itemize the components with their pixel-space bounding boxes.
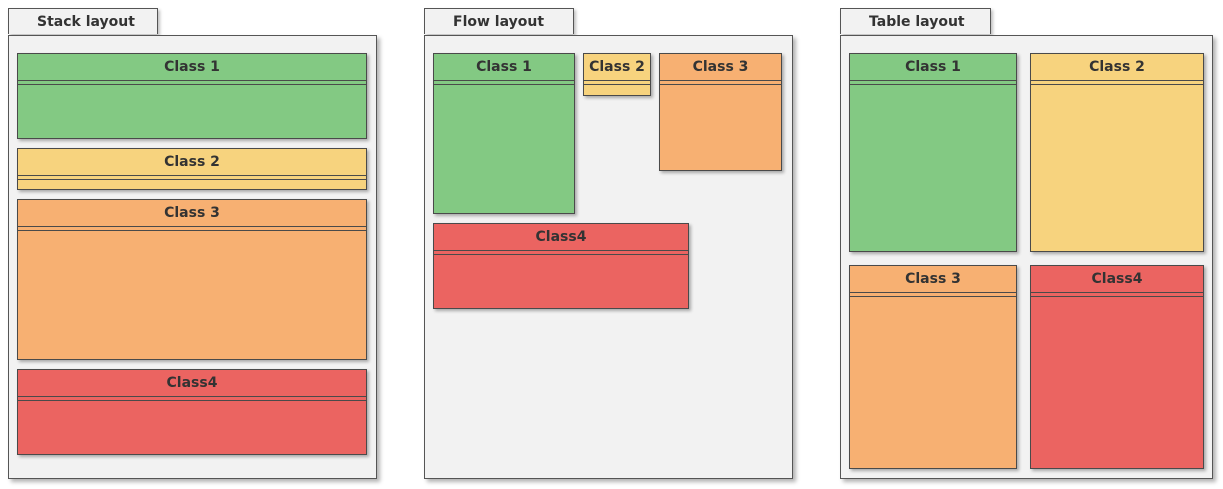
class-separator (434, 251, 688, 255)
table-class-3[interactable]: Class 3 (849, 265, 1017, 469)
stack-class-4[interactable]: Class4 (17, 369, 367, 455)
class-title: Class 2 (1031, 54, 1203, 81)
stack-class-1[interactable]: Class 1 (17, 53, 367, 139)
class-title: Class 2 (584, 54, 650, 81)
class-separator (1031, 81, 1203, 85)
class-title: Class 1 (18, 54, 366, 81)
class-title: Class 3 (18, 200, 366, 227)
class-title: Class4 (434, 224, 688, 251)
class-separator (18, 397, 366, 401)
table-class-4[interactable]: Class4 (1030, 265, 1204, 469)
class-separator (850, 81, 1016, 85)
stack-class-2[interactable]: Class 2 (17, 148, 367, 190)
class-title: Class 1 (434, 54, 574, 81)
class-title: Class4 (1031, 266, 1203, 293)
class-separator (660, 81, 781, 85)
class-title: Class 3 (660, 54, 781, 81)
class-title: Class 2 (18, 149, 366, 176)
flow-layout-tab[interactable]: Flow layout (424, 8, 574, 34)
class-separator (584, 81, 650, 85)
class-separator (18, 81, 366, 85)
flow-class-1[interactable]: Class 1 (433, 53, 575, 214)
class-separator (18, 227, 366, 231)
table-class-2[interactable]: Class 2 (1030, 53, 1204, 252)
class-separator (1031, 293, 1203, 297)
class-separator (434, 81, 574, 85)
class-title: Class 3 (850, 266, 1016, 293)
class-separator (850, 293, 1016, 297)
table-layout-tab[interactable]: Table layout (840, 8, 991, 34)
stack-layout-tab[interactable]: Stack layout (8, 8, 158, 34)
table-class-1[interactable]: Class 1 (849, 53, 1017, 252)
stack-class-3[interactable]: Class 3 (17, 199, 367, 360)
flow-class-4[interactable]: Class4 (433, 223, 689, 309)
flow-class-2[interactable]: Class 2 (583, 53, 651, 96)
class-title: Class 1 (850, 54, 1016, 81)
class-title: Class4 (18, 370, 366, 397)
class-separator (18, 176, 366, 180)
flow-class-3[interactable]: Class 3 (659, 53, 782, 171)
